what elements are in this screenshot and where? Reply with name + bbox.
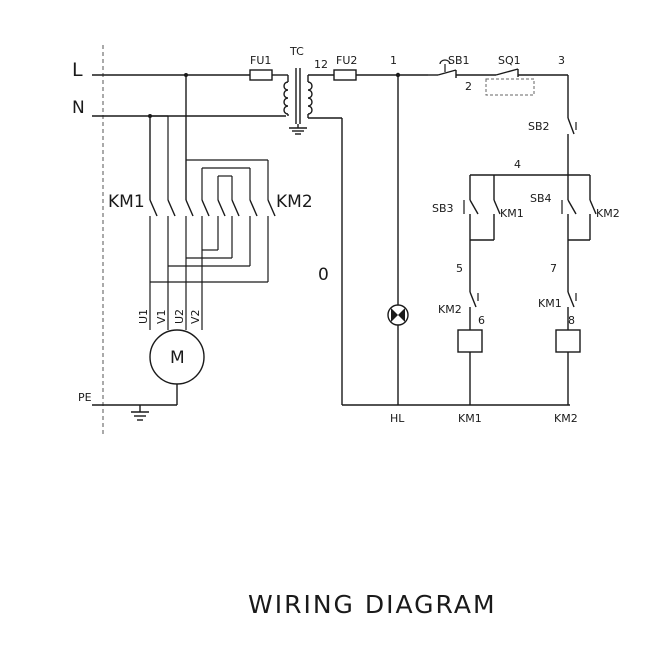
label-node-7: 7 [550,262,557,275]
fuse-fu2 [333,69,357,81]
label-sb1: SB1 [448,54,470,67]
label-km2-interlock: KM2 [438,303,462,316]
fuse-fu1 [249,69,273,81]
label-sq1: SQ1 [498,54,521,67]
label-km2-hold: KM2 [596,207,620,220]
label-fu2: FU2 [336,54,357,67]
label-km1-interlock: KM1 [538,297,562,310]
label-node-1: 1 [390,54,397,67]
label-12: 12 [314,58,328,71]
button-sb2 [567,112,577,140]
label-node-2: 2 [465,80,472,93]
label-km1-coil: KM1 [458,412,482,425]
label-hl: HL [390,412,405,425]
label-sb3: SB3 [432,202,454,215]
coil-km2 [555,329,581,353]
label-fu1: FU1 [250,54,271,67]
label-sb2: SB2 [528,120,550,133]
label-n: N [72,98,85,118]
transformer-secondary-coil [307,81,313,115]
label-node-6: 6 [478,314,485,327]
button-sb3 [463,199,479,215]
label-km2-coil: KM2 [554,412,578,425]
label-v1: V1 [155,309,168,324]
stop-button-sb1 [428,59,457,78]
button-sb4 [561,199,577,215]
contactor-km1-main-contacts [149,199,210,222]
label-km1: KM1 [108,192,145,212]
contact-km1-hold [493,199,501,215]
label-motor: M [170,348,185,368]
junction-l [184,73,188,77]
label-l: L [72,59,83,81]
earth-icon [131,411,149,421]
label-v2: V2 [189,309,202,324]
label-sb4: SB4 [530,192,552,205]
contact-km2-hold [589,199,597,215]
transformer-primary-coil [283,81,289,115]
coil-km1 [457,329,483,353]
label-km1-hold: KM1 [500,207,524,220]
contact-km2-interlock [469,291,479,308]
label-node-4: 4 [514,158,521,171]
label-node-0: 0 [318,265,329,285]
label-tc: TC [289,45,304,58]
label-node-3: 3 [558,54,565,67]
limit-switch-sq1 [485,68,535,96]
pilot-lamp-icon [387,304,409,326]
label-u2: U2 [173,309,186,324]
diagram-title: WIRING DIAGRAM [248,590,497,619]
label-u1: U1 [137,309,150,324]
contactor-crossover-wiring [150,115,269,200]
label-pe: PE [78,391,92,404]
contactor-km2-main-contacts [217,199,276,222]
label-km2: KM2 [276,192,313,212]
label-node-8: 8 [568,314,575,327]
motor-lead-wiring [149,222,269,330]
contact-km1-interlock [567,291,577,308]
label-node-5: 5 [456,262,463,275]
